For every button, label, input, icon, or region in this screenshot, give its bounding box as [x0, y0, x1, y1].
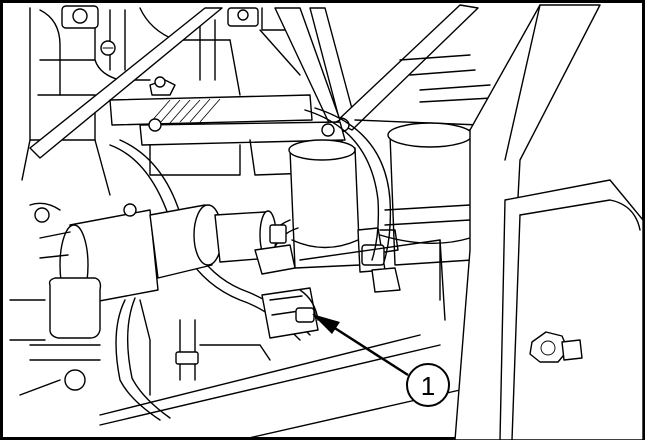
fuel-pump: [29, 202, 296, 306]
callout-circle: [406, 363, 450, 407]
lower-left-components: [9, 277, 271, 396]
fuel-filter-canister: [379, 122, 473, 266]
fuel-sender: [261, 287, 319, 339]
mounting-bracket: [109, 76, 346, 176]
hex-bolt: [529, 331, 583, 363]
callout-label: 1: [421, 371, 435, 401]
frame-tubes: [29, 4, 493, 159]
callout-arrowhead: [312, 314, 340, 334]
engine-block: [21, 5, 301, 196]
callout-1: 1: [312, 314, 450, 407]
frame-post: [454, 4, 644, 440]
callout-leader-line: [329, 323, 409, 377]
